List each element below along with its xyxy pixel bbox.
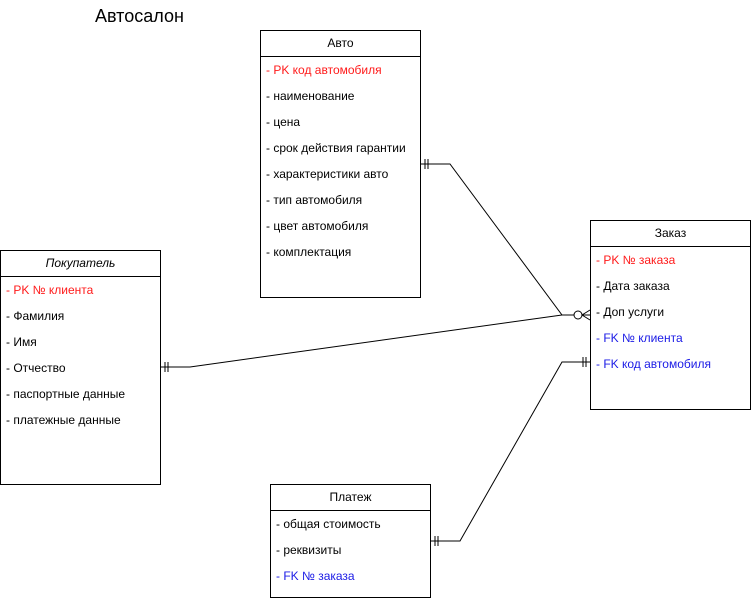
entity-attribute: - наименование	[266, 89, 355, 103]
entity-attribute: - тип автомобиля	[266, 193, 363, 207]
entity-attribute: - цена	[266, 115, 301, 129]
entity-attribute: - общая стоимость	[276, 517, 381, 531]
entity-attribute: - платежные данные	[6, 413, 121, 427]
entity-attribute: - реквизиты	[276, 543, 342, 557]
entity-attribute: - PK № заказа	[596, 253, 676, 267]
entity-attribute: - Доп услуги	[596, 305, 665, 319]
entity-attribute: - FK № заказа	[276, 569, 355, 583]
relation-platezh-zakaz	[431, 357, 590, 546]
entity-attribute: - комплектация	[266, 245, 352, 259]
relation-pokupatel-zakaz	[161, 314, 563, 372]
entity-zakaz[interactable]: Заказ - PK № заказа - Дата заказа - Доп ус…	[590, 220, 751, 410]
diagram-title: Автосалон	[95, 6, 184, 26]
entity-attribute: - Дата заказа	[596, 279, 670, 293]
relation-avto-zakaz	[421, 159, 590, 316]
crowfoot-zero-many-marker	[573, 309, 591, 321]
entity-pokupatel[interactable]: Покупатель - PK № клиента- Фамилия- Имя-…	[0, 250, 161, 485]
entity-platezh[interactable]: Платеж - общая стоимость - реквизиты - FK …	[270, 484, 431, 598]
entity-attribute: - PK код автомобиля	[266, 63, 382, 77]
entity-attribute: - Фамилия	[6, 309, 65, 323]
entity-zakaz-header: Заказ	[591, 221, 750, 247]
entity-pokupatel-attributes: - PK № клиента - Фамилия - Имя - Отчество - …	[1, 277, 160, 433]
entity-platezh-header: Платеж	[271, 485, 430, 511]
entity-attribute: - характеристики авто	[266, 167, 389, 181]
entity-attribute: - Имя	[6, 335, 37, 349]
entity-attribute: - цвет автомобиля	[266, 219, 369, 233]
entity-attribute: - PK № клиента	[6, 283, 94, 297]
entity-attribute: - FK код автомобиля	[596, 357, 711, 371]
entity-platezh-attributes: - общая стоимость - реквизиты - FK № заказ…	[271, 511, 430, 589]
entity-avto[interactable]: Авто - PK код автомобиля- наименование- …	[260, 30, 421, 298]
entity-pokupatel-header: Покупатель	[1, 251, 160, 277]
entity-attribute: - паспортные данные	[6, 387, 126, 401]
entity-attribute: - срок действия гарантии	[266, 141, 406, 155]
entity-avto-header: Авто	[261, 31, 420, 57]
entity-attribute: - FK № клиента	[596, 331, 683, 345]
entity-avto-attributes: - PK код автомобиля - наименование - цена -…	[261, 57, 420, 265]
entity-zakaz-attributes: - PK № заказа - Дата заказа - Доп услуги - …	[591, 247, 750, 377]
entity-attribute: - Отчество	[6, 361, 66, 375]
